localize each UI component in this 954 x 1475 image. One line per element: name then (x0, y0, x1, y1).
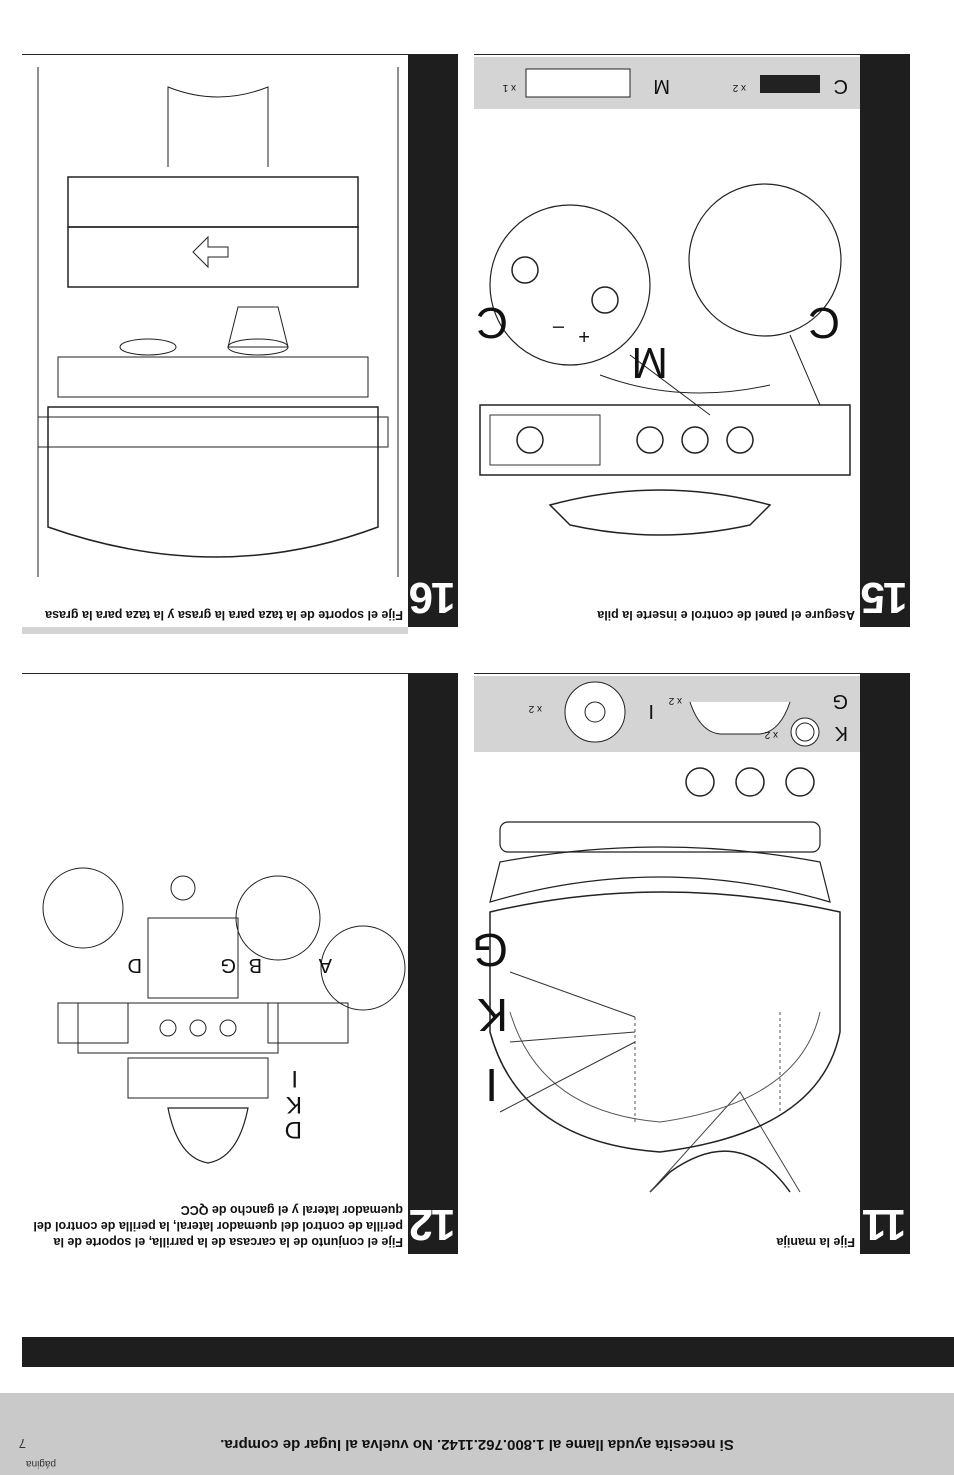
step-number: 15 (862, 573, 908, 622)
callout-k: K (477, 989, 508, 1041)
step-illustration: A B G D I K D (22, 752, 408, 1198)
parts-panel: G x 2 I x 2 K x 2 (474, 676, 860, 752)
callout-b: B (248, 954, 262, 976)
step-number: 12 (410, 1200, 456, 1249)
section-band (22, 1337, 954, 1367)
footer-bar: Si necesita ayuda llame al 1.800.762.114… (0, 1393, 954, 1475)
callout-k: K (285, 1091, 302, 1118)
part-qty-m: x 1 (502, 82, 516, 93)
step-16: 16 Fije el soporte de la taza para la gr… (22, 54, 458, 627)
step-15: 15 Asegure el panel de control e inserte… (474, 54, 910, 627)
part-letter-g: G (832, 690, 848, 712)
step-12: 12 Fije el conjunto de la carcasa de la … (22, 454, 458, 1254)
part-letter-k: K (834, 722, 848, 744)
part-qty-i: x 2 (528, 703, 542, 714)
grease-cup-diagram (37, 67, 399, 577)
callout-g: G (220, 954, 236, 976)
step-11: 11 Fije la manija G K I (472, 673, 910, 1254)
step-title: Fije el conjunto de la carcasa de la par… (33, 1203, 403, 1249)
step-title: Fije el soporte de la taza para la grasa… (45, 608, 403, 622)
callout-d: D (127, 954, 142, 976)
step-illustration (22, 67, 408, 587)
callout-plus: + (578, 325, 590, 347)
step-number: 16 (410, 573, 456, 622)
step-illustration: C M C + – (474, 107, 860, 605)
step-number-bar: 15 (860, 55, 910, 627)
parts-panel: C x 2 M x 1 (474, 57, 860, 109)
parts-drawings (525, 68, 820, 98)
callout-c2: C (476, 298, 508, 347)
callout-c: C (808, 298, 840, 347)
step-number: 11 (863, 1200, 907, 1249)
step-illustration: G K I (472, 752, 860, 1232)
part-letter-i: I (648, 700, 654, 722)
step-title: Asegure el panel de control e inserte la… (597, 608, 855, 622)
callout-i: I (485, 1059, 498, 1111)
step-title: Fije la manija (776, 1235, 855, 1249)
callout-i: I (291, 1065, 298, 1092)
part-qty-c: x 2 (732, 82, 746, 93)
step-number-bar: 12 (408, 674, 458, 1254)
callout-minus: – (552, 317, 564, 339)
part-qty-k: x 2 (764, 729, 778, 740)
control-panel-diagram (479, 183, 851, 536)
parts-drawings (564, 681, 820, 747)
help-text: Si necesita ayuda llame al 1.800.762.114… (220, 1436, 734, 1453)
callout-a: A (318, 954, 332, 976)
callout-m: M (631, 338, 668, 387)
part-qty-g: x 2 (668, 695, 682, 706)
page-number: 7 (18, 1436, 26, 1451)
step-number-bar: 11 (860, 674, 910, 1254)
callout-d2: D (284, 1116, 302, 1143)
page-word: página (25, 1458, 56, 1469)
step-number-bar: 16 (408, 55, 458, 627)
grill-assembly-diagram (42, 867, 406, 1164)
part-letter-c: C (833, 75, 848, 97)
part-letter-m: M (653, 75, 670, 97)
grill-lid-handle-diagram (489, 767, 841, 1193)
callout-g: G (472, 924, 508, 976)
